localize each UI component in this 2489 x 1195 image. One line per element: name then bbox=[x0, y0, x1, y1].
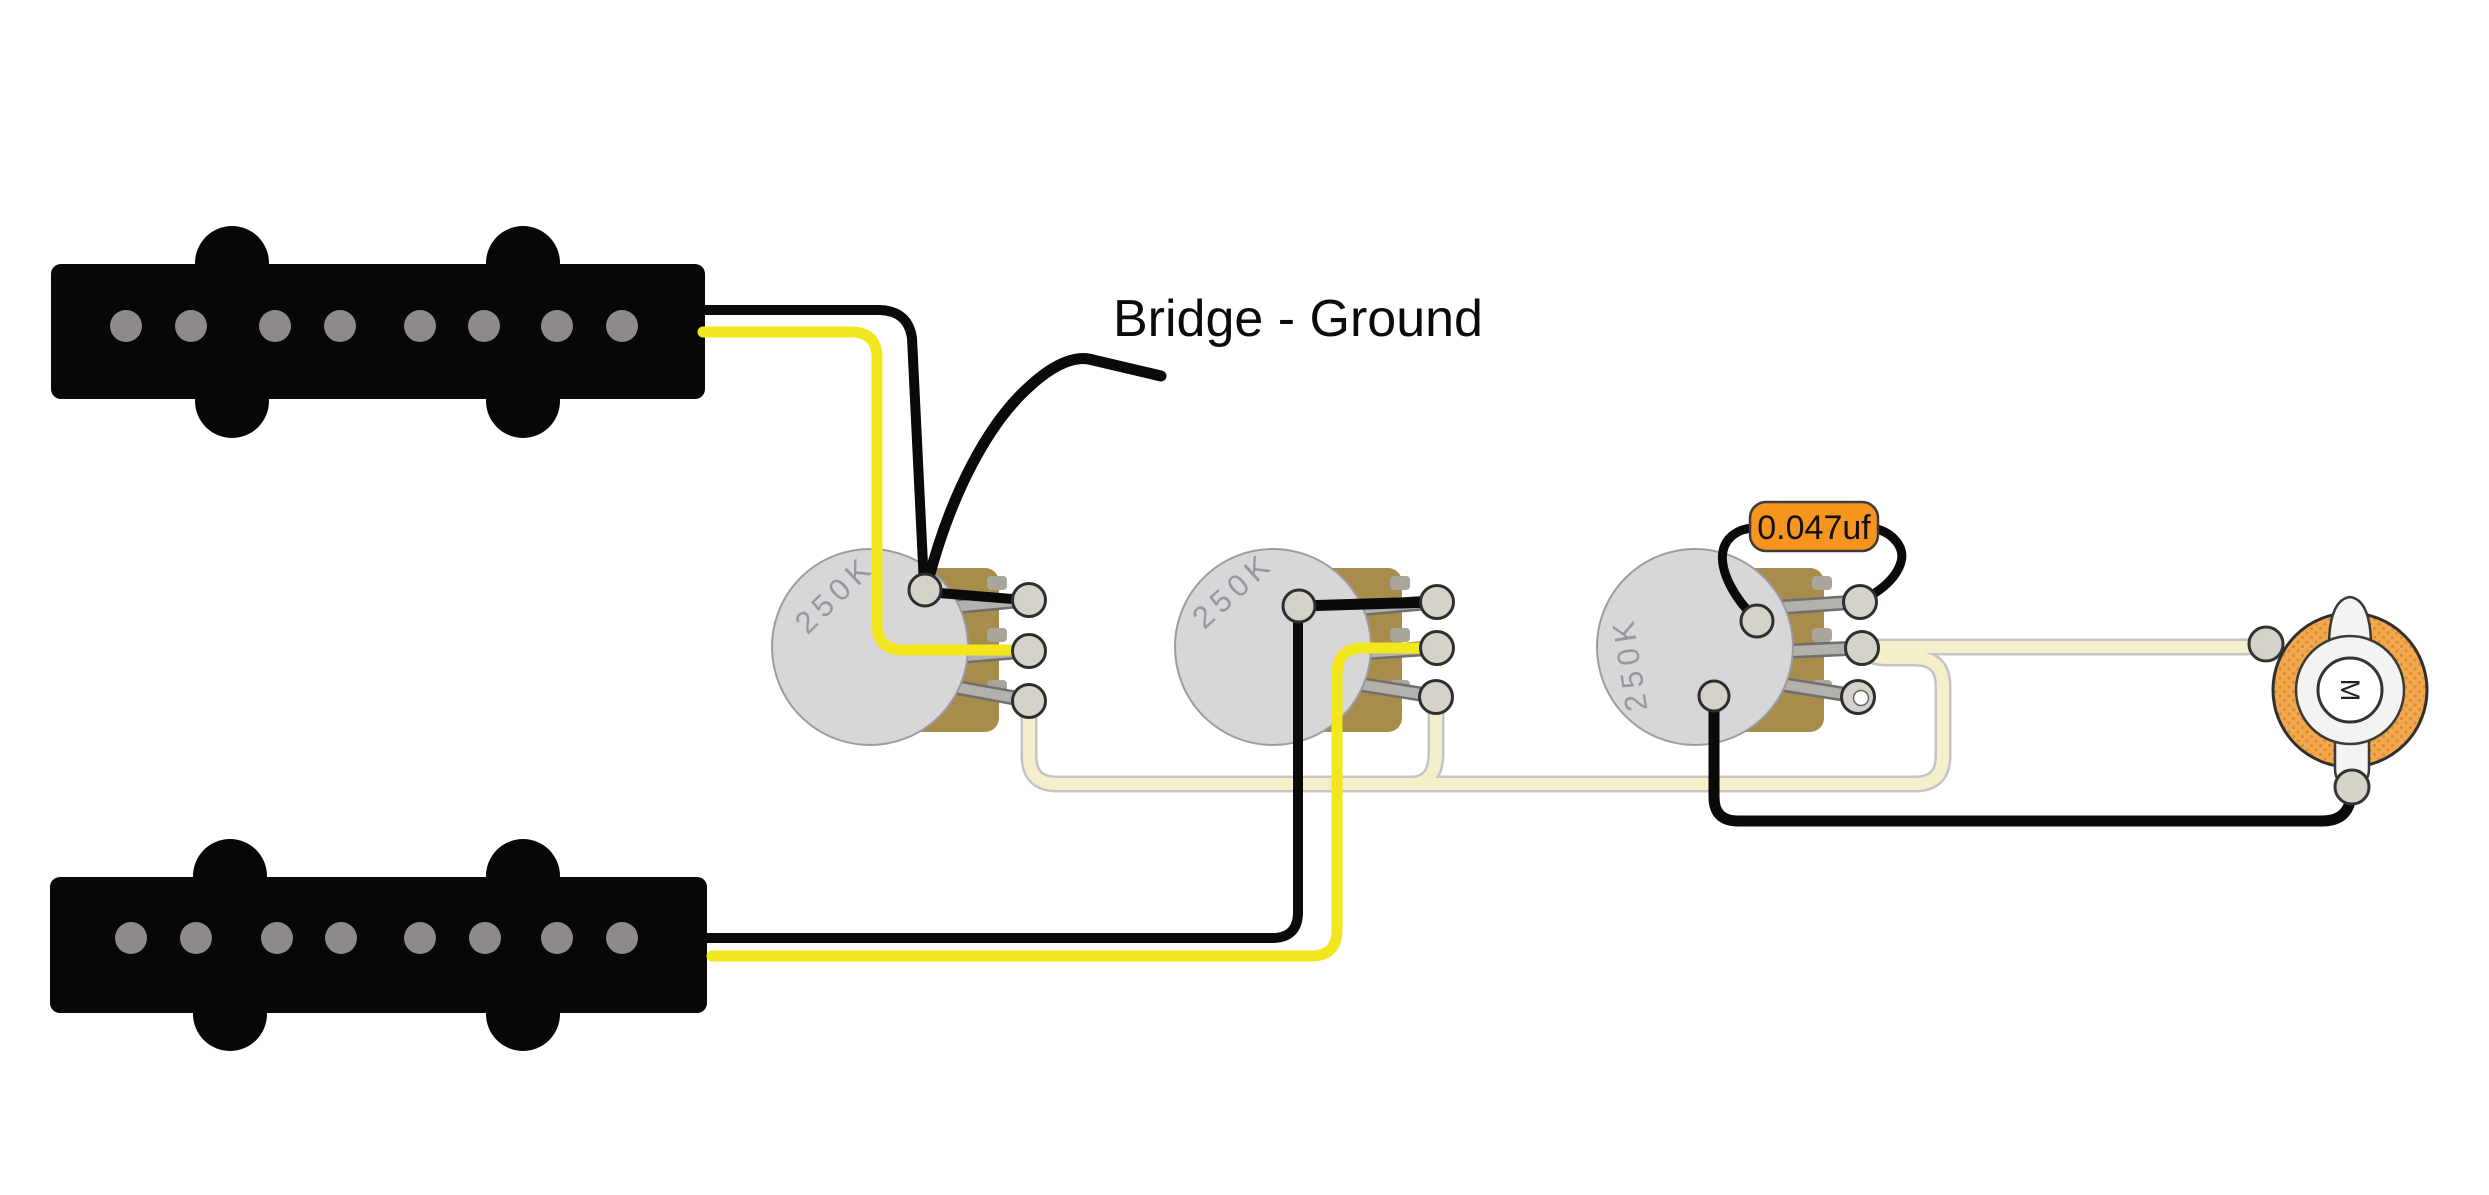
pickup-body bbox=[51, 264, 705, 399]
bridge-pickup bbox=[50, 839, 707, 1051]
solder-joint bbox=[1739, 603, 1775, 639]
pole-piece bbox=[261, 922, 293, 954]
neck-pickup bbox=[51, 226, 705, 438]
pole-piece bbox=[110, 310, 142, 342]
tone-capacitor: 0.047uf bbox=[1748, 500, 1880, 553]
pole-piece bbox=[115, 922, 147, 954]
pot-terminal bbox=[1011, 582, 1047, 618]
jack-hole bbox=[2316, 656, 2384, 724]
pole-piece bbox=[541, 310, 573, 342]
pot-terminal bbox=[1011, 683, 1047, 719]
capacitor-body bbox=[1748, 500, 1880, 553]
neck-pickup-hot-wire bbox=[697, 326, 1033, 656]
jack-sleeve-terminal bbox=[2333, 768, 2371, 806]
pot-terminal bbox=[1419, 584, 1455, 620]
pot-terminal bbox=[1842, 584, 1878, 620]
solder-joint bbox=[907, 572, 943, 608]
capacitor-lead-left bbox=[1717, 523, 1760, 623]
bridge-ground-wire bbox=[921, 353, 1167, 591]
output-jack: M bbox=[2247, 595, 2429, 806]
bridge-pickup-hot-wire bbox=[706, 642, 1441, 962]
pot-terminal bbox=[1418, 679, 1454, 715]
bridge-pickup-poles bbox=[115, 922, 638, 954]
capacitor-value-label: 0.047uf bbox=[1757, 509, 1871, 547]
neck-pickup-ground-wire bbox=[705, 305, 929, 586]
pole-piece bbox=[606, 310, 638, 342]
pot-terminal bbox=[1844, 630, 1880, 666]
bridge-volume-lug-jumper bbox=[1299, 596, 1434, 612]
pot-terminals bbox=[1011, 582, 1880, 719]
pot-terminal bbox=[1419, 630, 1455, 666]
ground-wires bbox=[705, 305, 2357, 943]
eyelet-hole bbox=[1852, 689, 1870, 707]
pot-faces bbox=[771, 548, 1794, 746]
pole-piece bbox=[541, 922, 573, 954]
hot-wires bbox=[697, 326, 1441, 962]
jack-marking-label: M bbox=[2335, 679, 2365, 702]
tone-to-jack-ground-wire bbox=[1708, 698, 2357, 827]
pole-piece bbox=[404, 922, 436, 954]
neck-pickup-poles bbox=[110, 310, 638, 342]
pole-piece bbox=[468, 310, 500, 342]
jack-tip-terminal bbox=[2247, 625, 2285, 663]
pole-piece bbox=[175, 310, 207, 342]
pole-piece bbox=[469, 922, 501, 954]
pickup-body bbox=[50, 877, 707, 1013]
solder-joint bbox=[1697, 679, 1731, 713]
solder-joints bbox=[907, 572, 1775, 713]
pole-piece bbox=[324, 310, 356, 342]
pole-piece bbox=[325, 922, 357, 954]
neck-volume-lug-jumper bbox=[926, 587, 1026, 605]
bridge-ground-annotation: Bridge - Ground bbox=[1113, 290, 1483, 348]
tone-to-jack-wire bbox=[1864, 643, 2265, 647]
pole-piece bbox=[259, 310, 291, 342]
pole-piece bbox=[180, 922, 212, 954]
solder-joint bbox=[1281, 588, 1317, 624]
pole-piece bbox=[606, 922, 638, 954]
bridge-pickup-ground-wire bbox=[707, 608, 1303, 943]
pole-piece bbox=[404, 310, 436, 342]
pot-terminal bbox=[1011, 633, 1047, 669]
tone-pot bbox=[1596, 548, 1794, 746]
